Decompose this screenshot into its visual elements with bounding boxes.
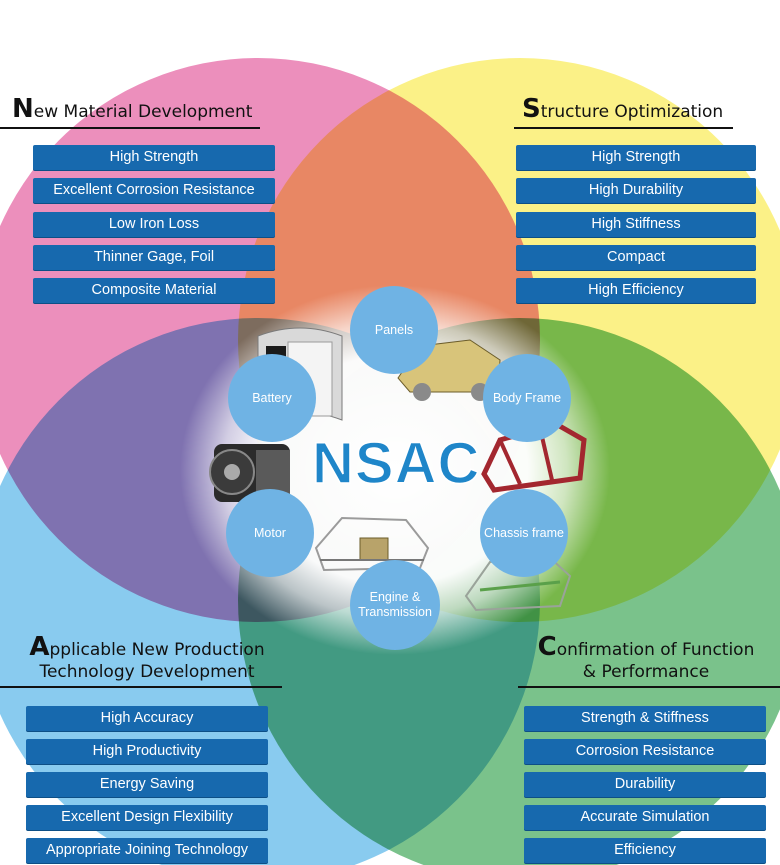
bubble-label: Panels (374, 322, 414, 337)
feature-pill: Composite Material (33, 278, 275, 303)
bubble-motor: Motor (226, 489, 314, 577)
bubble-body-frame: Body Frame (483, 354, 571, 442)
center-title: NSAC (311, 430, 481, 497)
title-new-material: New Material Development (0, 96, 261, 129)
bubble-engine-transmission: Engine &Transmission (350, 560, 440, 650)
bubble-chassis-frame: Chassis frame (480, 489, 568, 577)
bubble-label: Chassis frame (484, 525, 564, 540)
feature-pill: Thinner Gage, Foil (33, 245, 275, 270)
feature-pill: High Efficiency (516, 278, 756, 303)
feature-pill: High Accuracy (26, 706, 268, 731)
bubble-label: Transmission (358, 605, 432, 619)
bubble-panels: Panels (350, 286, 438, 374)
feature-pill: High Stiffness (516, 212, 756, 237)
bubble-battery: Battery (228, 354, 316, 442)
title-underline (518, 686, 780, 688)
title-text: onfirmation of Function (556, 640, 755, 660)
bubble-label: Engine & (369, 590, 421, 604)
title-underline (514, 127, 734, 129)
title-text: pplicable New Production (49, 640, 265, 660)
feature-pill: Excellent Design Flexibility (26, 805, 268, 830)
feature-pill: Accurate Simulation (524, 805, 766, 830)
feature-pill: High Productivity (26, 739, 268, 764)
title-underline (0, 127, 261, 129)
feature-pill: Efficiency (524, 838, 766, 863)
feature-pill: Energy Saving (26, 772, 268, 797)
feature-pill: Appropriate Joining Technology (26, 838, 268, 863)
title-initial: A (29, 632, 50, 662)
title-initial: N (12, 94, 34, 124)
feature-pill: High Strength (516, 145, 756, 170)
title-text: tructure Optimization (540, 102, 724, 122)
title-underline (0, 686, 282, 688)
feature-pill: Corrosion Resistance (524, 739, 766, 764)
title-text-line2: & Performance (582, 662, 710, 682)
bubble-label: Body Frame (492, 390, 562, 405)
title-structure: Structure Optimization (514, 96, 734, 129)
feature-pill: High Strength (33, 145, 275, 170)
engine-illustration (314, 516, 430, 572)
feature-pill: Excellent Corrosion Resistance (33, 178, 275, 203)
feature-pill: Durability (524, 772, 766, 797)
bubble-label: Battery (252, 390, 292, 405)
feature-pill: Compact (516, 245, 756, 270)
title-text-line2: Technology Development (39, 662, 255, 682)
motor-illustration (209, 444, 290, 502)
feature-pill: Strength & Stiffness (524, 706, 766, 731)
feature-pill: High Durability (516, 178, 756, 203)
bubble-label: Motor (254, 525, 286, 540)
title-initial: C (537, 632, 557, 662)
title-function: Confirmation of Function & Performance (518, 634, 780, 688)
title-production: Applicable New Production Technology Dev… (0, 634, 282, 688)
title-text: ew Material Development (33, 102, 253, 122)
title-initial: S (522, 94, 541, 124)
feature-pill: Low Iron Loss (33, 212, 275, 237)
